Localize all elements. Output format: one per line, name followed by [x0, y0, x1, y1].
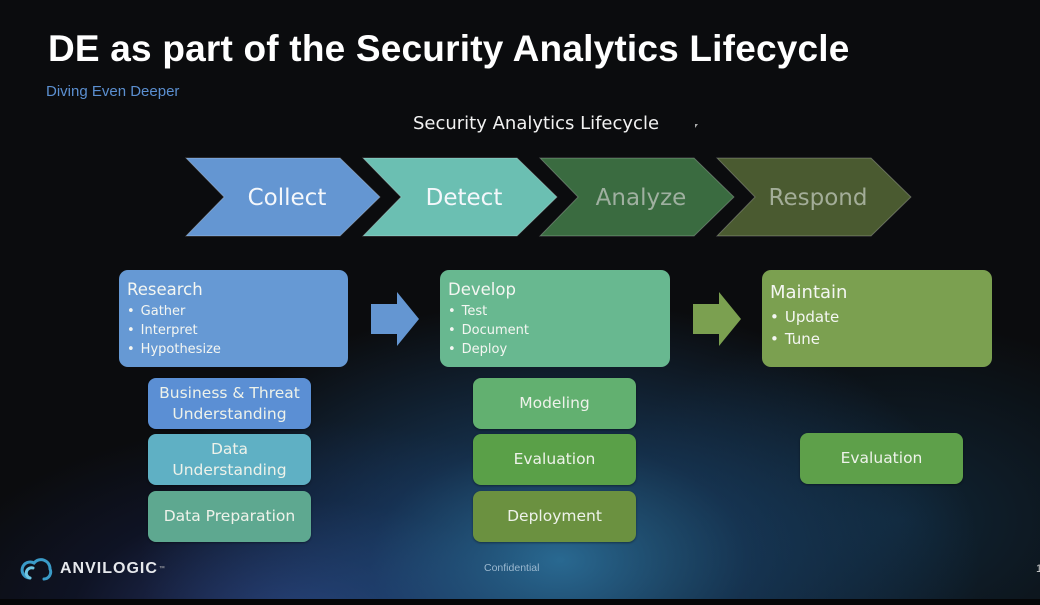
- substep-evaluation: Evaluation: [473, 434, 636, 485]
- confidential-label: Confidential: [484, 562, 540, 574]
- trademark: ™: [158, 566, 165, 572]
- diagram-title: Security Analytics Lifecycle: [412, 113, 660, 134]
- chevron-analyze: [538, 157, 735, 237]
- bottom-edge: [0, 599, 1040, 605]
- phase-item: Document: [448, 321, 670, 340]
- phase-item: Tune: [770, 328, 992, 350]
- phase-item: Update: [770, 306, 992, 328]
- slide-subtitle: Diving Even Deeper: [46, 83, 180, 100]
- phase-heading: Research: [127, 280, 203, 299]
- chevron-collect: [184, 157, 381, 237]
- phase-items: Gather Interpret Hypothesize: [119, 302, 348, 359]
- phase-items: Test Document Deploy: [440, 302, 670, 359]
- arrow-right-icon: [693, 292, 741, 346]
- phase-item: Deploy: [448, 340, 670, 359]
- phase-maintain: Maintain Update Tune: [762, 270, 992, 367]
- stage-label-collect: Collect: [247, 185, 327, 211]
- substep-deployment: Deployment: [473, 491, 636, 542]
- phase-item: Hypothesize: [127, 340, 348, 359]
- substep-data-preparation: Data Preparation: [148, 491, 311, 542]
- brand-name: ANVILOGIC: [60, 560, 158, 577]
- substep-business-threat-understanding: Business & Threat Understanding: [148, 378, 311, 429]
- phase-item: Interpret: [127, 321, 348, 340]
- chevron-detect: [361, 157, 558, 237]
- chevron-respond: [715, 157, 912, 237]
- mouse-cursor-icon: [695, 124, 698, 128]
- stage-label-analyze: Analyze: [595, 185, 687, 211]
- slide-title: DE as part of the Security Analytics Lif…: [48, 28, 850, 69]
- slide-number: 1: [1036, 563, 1040, 575]
- phase-item: Gather: [127, 302, 348, 321]
- substep-modeling: Modeling: [473, 378, 636, 429]
- phase-research: Research Gather Interpret Hypothesize: [119, 270, 348, 367]
- phase-item: Test: [448, 302, 670, 321]
- arrow-right-icon: [371, 292, 419, 346]
- phase-items: Update Tune: [762, 306, 992, 350]
- lifecycle-chevrons: [184, 157, 912, 237]
- stage-label-respond: Respond: [768, 185, 868, 211]
- stage-label-detect: Detect: [425, 185, 503, 211]
- substep-maintain-evaluation: Evaluation: [800, 433, 963, 484]
- cloud-logo-icon: [20, 558, 53, 581]
- substep-data-understanding: Data Understanding: [148, 434, 311, 485]
- phase-develop: Develop Test Document Deploy: [440, 270, 670, 367]
- phase-heading: Develop: [448, 280, 516, 299]
- phase-heading: Maintain: [770, 282, 848, 303]
